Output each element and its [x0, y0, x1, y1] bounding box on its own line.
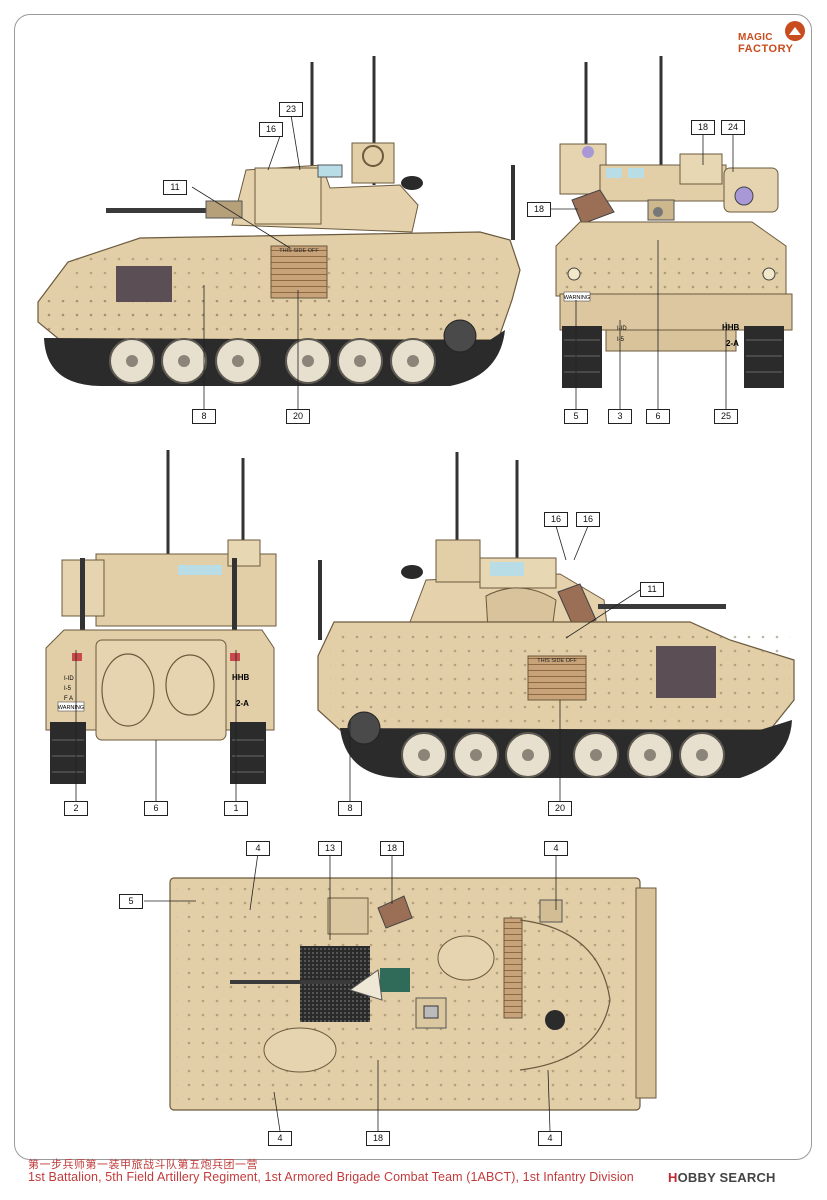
rear-hhb-marking: HHB	[232, 673, 250, 682]
callout-16a-side-left: 16	[544, 512, 568, 527]
watermark-prefix: H	[668, 1170, 678, 1185]
callout-4-top-a: 4	[246, 841, 270, 856]
rear-view: I-ID I-5 F A WARNING HHB 2-A	[45, 450, 277, 802]
front-view: WARNING I-ID I-5 HHB 2-A	[551, 56, 793, 410]
callout-18-front-side: 18	[527, 202, 551, 217]
caption-chinese: 第一步兵师第一装甲旅战斗队第五炮兵团一营	[28, 1159, 258, 1171]
callout-25-front: 25	[714, 409, 738, 424]
callout-2-rear: 2	[64, 801, 88, 816]
side-right-panel-marking: THIS SIDE OFF	[279, 248, 319, 254]
sheet-border	[14, 14, 812, 1160]
top-view	[144, 852, 657, 1132]
callout-4-top-d: 4	[538, 1131, 562, 1146]
callout-6-rear: 6	[144, 801, 168, 816]
callout-13-top: 13	[318, 841, 342, 856]
front-unit-marking-2: I-5	[617, 337, 625, 343]
brand-line-1: MAGIC	[738, 32, 773, 43]
brand-logo: MAGIC FACTORY	[738, 20, 808, 58]
callout-20-side-right: 20	[286, 409, 310, 424]
callout-18-top-b: 18	[366, 1131, 390, 1146]
callout-18-front-top: 18	[691, 120, 715, 135]
callout-5-front: 5	[564, 409, 588, 424]
callout-3-front: 3	[608, 409, 632, 424]
callout-11-side-right: 11	[163, 180, 187, 195]
callout-20-side-left: 20	[548, 801, 572, 816]
callout-5-top: 5	[119, 894, 143, 909]
watermark-brand: OBBY	[677, 1170, 716, 1185]
callout-16-side-right: 16	[259, 122, 283, 137]
rear-unit-marking-2: I-5	[64, 686, 72, 692]
callout-24-front: 24	[721, 120, 745, 135]
callout-16b-side-left: 16	[576, 512, 600, 527]
front-unit-marking-1: I-ID	[617, 326, 627, 332]
side-left-panel-marking: THIS SIDE OFF	[537, 658, 577, 664]
brand-mark-icon	[785, 21, 805, 41]
side-view-left	[317, 452, 795, 802]
callout-18-top-a: 18	[380, 841, 404, 856]
callout-1-rear: 1	[224, 801, 248, 816]
front-hhb-marking: HHB	[722, 323, 740, 332]
callout-23-side-right: 23	[279, 102, 303, 117]
callout-11-side-left: 11	[640, 582, 664, 597]
rear-unit-marking-3: F A	[64, 696, 73, 702]
side-view-right	[37, 56, 521, 410]
callout-4-top-c: 4	[268, 1131, 292, 1146]
watermark-suffix: SEARCH	[715, 1170, 776, 1185]
rear-warning-marking: WARNING	[58, 705, 84, 711]
callout-6-front: 6	[646, 409, 670, 424]
front-company-marking: 2-A	[726, 339, 739, 348]
rear-unit-marking-1: I-ID	[64, 676, 74, 682]
watermark: HOBBY SEARCH	[668, 1170, 776, 1185]
callout-4-top-b: 4	[544, 841, 568, 856]
front-warning-marking: WARNING	[564, 295, 590, 301]
callout-8-side-left: 8	[338, 801, 362, 816]
callout-8-side-right: 8	[192, 409, 216, 424]
caption-english: 1st Battalion, 5th Field Artillery Regim…	[28, 1170, 634, 1184]
brand-line-2: FACTORY	[738, 43, 794, 55]
rear-company-marking: 2-A	[236, 699, 249, 708]
